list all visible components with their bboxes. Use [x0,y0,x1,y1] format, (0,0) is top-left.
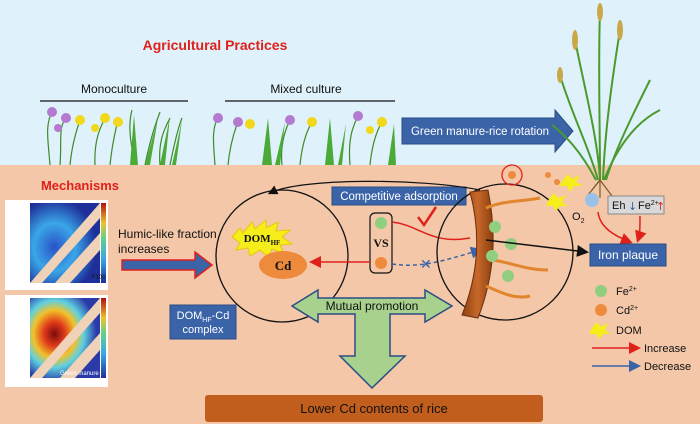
soil-background [0,165,700,424]
legend-dom-label: DOM [616,325,642,337]
soil-cd-dot-2 [554,179,560,185]
complex-line2: complex [183,324,224,336]
complex-line1: DOMHF-Cd [177,310,230,324]
small-cd-circle [501,164,523,186]
fe-to-plaque-arrow [635,215,647,243]
legend: Fe2+ Cd2+ DOM Increase Decrease [589,285,691,373]
iron-plaque-box [589,243,667,267]
root-circle [436,183,574,321]
soil-cd-dot-1 [545,172,551,178]
root-hairs-icon [485,196,549,299]
legend-decrease-label: Decrease [644,361,691,373]
cd-to-root-dashed [391,246,483,266]
blocked-x-icon: ✕ [420,257,432,273]
mixed-culture-label: Mixed culture [270,82,342,96]
mixed-culture-plants-icon [212,111,396,166]
monoculture-label: Monoculture [81,82,147,96]
root-to-plaque-arrow [485,239,589,257]
small-cd-dot [508,171,516,179]
fe-up-arrow-icon: ↑ [656,200,665,213]
rotation-label: Green manure-rice rotation [411,126,549,138]
arrow-to-left-circle [267,180,481,195]
soil-dom-star-2 [546,193,568,211]
legend-dom-star-icon [589,322,611,339]
dom-hf-starburst-icon [231,218,294,258]
rotation-arrow [401,108,574,154]
eh-fe-box [607,195,665,215]
legend-cd-label: Cd2+ [616,305,638,317]
root-icon [461,189,494,319]
vs-fe-dot [375,217,387,229]
result-box [205,395,543,422]
o2-dot [585,193,599,207]
o2-label: O2 [572,211,585,225]
eem-plot-top: F100 [5,200,108,290]
result-label: Lower Cd contents of rice [300,401,447,416]
humic-text-line2: increases [118,242,169,256]
vs-label: VS [373,236,389,250]
dom-cd-complex-box [169,304,237,340]
checkmark-icon [417,206,438,228]
humic-arrow [121,250,214,280]
competitive-label: Competitive adsorption [340,191,458,203]
mechanisms-title: Mechanisms [41,178,119,193]
o2-to-plaque-arrow [597,211,633,245]
eem-top-tag: F100 [92,275,106,281]
eem-bottom-tag: Green manure [60,371,99,377]
fe-label: Fe2+ [638,200,659,212]
legend-fe-label: Fe2+ [616,286,637,298]
eh-down-arrow-icon: ↓ [628,200,637,213]
rice-plant-icon [551,3,661,198]
dom-cd-circle [215,189,349,323]
humic-text-line1: Humic-like fraction [118,227,217,241]
agri-title: Agricultural Practices [143,37,288,53]
mutual-promotion-label: Mutual promotion [326,299,419,313]
legend-cd-dot [595,304,607,316]
fe-to-root-curve [391,221,471,241]
mutual-promotion-arrow [290,288,454,390]
monoculture-plants-icon [47,107,183,166]
vs-cd-dot [375,257,387,269]
eh-label: Eh [612,200,625,212]
legend-fe-dot [595,285,607,297]
cd-label: Cd [275,258,292,273]
soil-dom-star-1 [559,174,583,192]
legend-increase-label: Increase [644,343,686,355]
dom-hf-label: DOMHF [244,233,281,247]
eem-plot-bottom: Green manure [5,295,108,387]
iron-plaque-label: Iron plaque [598,248,658,262]
vs-box [369,212,393,274]
root-fe-dots [486,221,517,282]
cd-ellipse [259,251,307,279]
